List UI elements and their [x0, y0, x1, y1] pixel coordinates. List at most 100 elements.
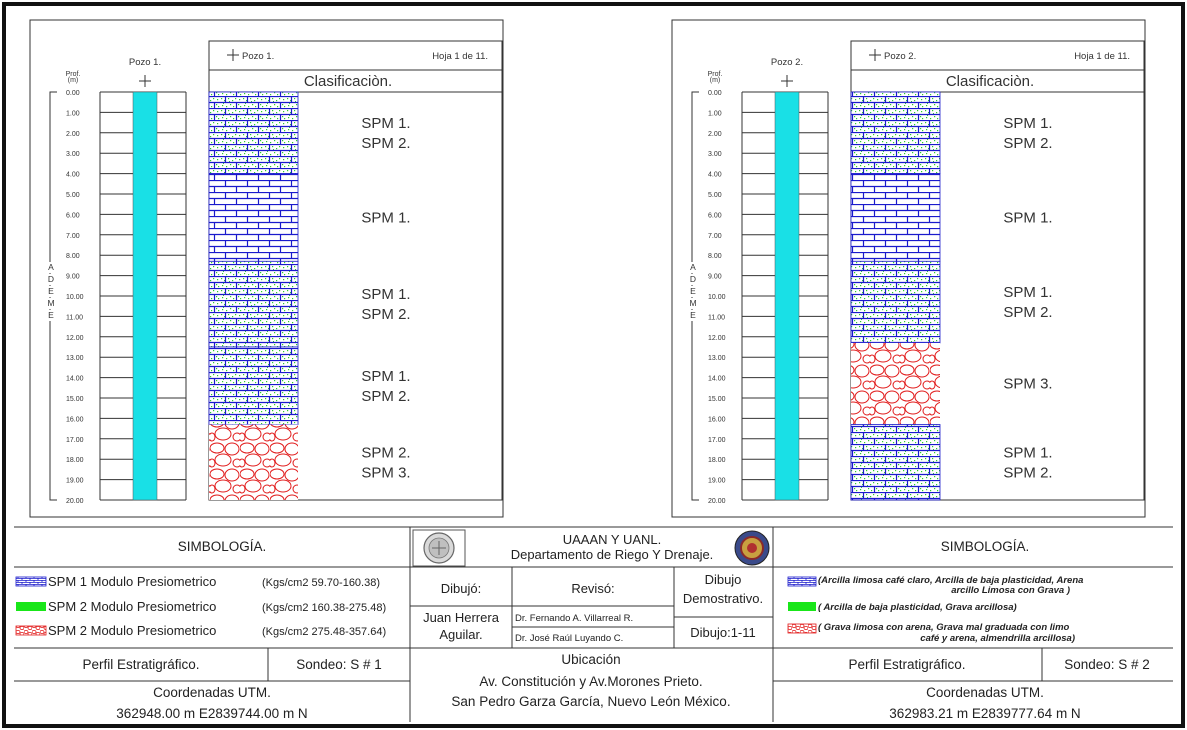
casing-letter-bg [47, 262, 55, 273]
depth-tick-label: 13.00 [66, 355, 84, 362]
casing-letter-bg [47, 286, 55, 297]
layer-brick-dots [850, 424, 941, 501]
well-cross-icon [139, 75, 151, 87]
well-2-log: Pozo 2.Prof.(m)0.001.002.003.004.005.006… [689, 40, 1145, 505]
sondeo-right: Sondeo: S # 2 [1064, 657, 1150, 672]
layer-label: SPM 2. [361, 444, 410, 461]
depth-tick-label: 16.00 [66, 416, 84, 423]
drew-label: Dibujó: [441, 581, 481, 596]
layer-brick-dots [208, 346, 299, 425]
layer-label: SPM 2. [361, 388, 410, 405]
casing-letter: M [689, 298, 696, 308]
well-label: Pozo 2. [771, 57, 803, 68]
layer-gravel [851, 342, 940, 425]
depth-tick-label: 8.00 [708, 253, 722, 260]
uaaan-seal-icon [412, 529, 466, 567]
depth-header: Prof. [708, 71, 723, 78]
location-line-2: San Pedro Garza García, Nuevo León Méxic… [451, 694, 730, 709]
depth-tick-label: 1.00 [708, 110, 722, 117]
coords-right-title: Coordenadas UTM. [926, 685, 1044, 700]
well-2-panel [671, 19, 1146, 518]
layer-label: SPM 2. [1003, 304, 1052, 321]
casing-letter-bg [689, 274, 697, 285]
layer-label: SPM 1. [1003, 444, 1052, 461]
depth-tick-label: 5.00 [66, 192, 80, 199]
depth-tick-label: 15.00 [66, 396, 84, 403]
depth-tick-label: 18.00 [66, 457, 84, 464]
uanl-seal-icon [734, 530, 770, 566]
drawing-label-1: Dibujo [705, 572, 742, 587]
depth-tick-label: 9.00 [708, 274, 722, 281]
legend-swatch-spm1 [15, 576, 47, 587]
header-well-name: Pozo 1. [242, 51, 274, 62]
depth-tick-label: 14.00 [708, 376, 726, 383]
header-well-name: Pozo 2. [884, 51, 916, 62]
header-cross-icon [869, 49, 881, 61]
classification-title: Clasificaciòn. [946, 73, 1034, 90]
drawing-label-2: Demostrativo. [683, 591, 763, 606]
institution-name: UAAAN Y UANL. [563, 532, 662, 547]
layer-label: SPM 1. [361, 115, 410, 132]
legend-gravel-text-1: ( Grava limosa con arena, Grava mal grad… [818, 622, 1070, 633]
casing-letter-bg [689, 310, 697, 321]
sondeo-left: Sondeo: S # 1 [296, 657, 382, 672]
legend-gravel-clay-text: ( Arcilla de baja plasticidad, Grava arc… [818, 602, 1017, 613]
layer-label: SPM 2. [361, 135, 410, 152]
legend-spm3-range: (Kgs/cm2 275.48-357.64) [262, 626, 386, 638]
depth-tick-label: 6.00 [708, 212, 722, 219]
casing-letter-bg [689, 298, 697, 309]
casing-tube [132, 91, 158, 501]
depth-tick-label: 12.00 [66, 335, 84, 342]
header-box [208, 40, 503, 71]
depth-tick-label: 15.00 [708, 396, 726, 403]
casing-letter: A [690, 262, 696, 272]
department-name: Departamento de Riego Y Drenaje. [511, 547, 714, 562]
depth-tick-label: 0.00 [708, 90, 722, 97]
depth-tick-label: 3.00 [66, 151, 80, 158]
depth-tick-label: 10.00 [708, 294, 726, 301]
depth-tick-label: 16.00 [708, 416, 726, 423]
depth-unit: (m) [68, 77, 79, 84]
depth-tick-label: 17.00 [708, 437, 726, 444]
depth-header: Prof. [66, 71, 81, 78]
coords-left-title: Coordenadas UTM. [153, 685, 271, 700]
layer-brick-dots [208, 260, 299, 348]
legend-swatch-gravel-clay [788, 602, 816, 611]
classification-title: Clasificaciòn. [304, 73, 392, 90]
layer-gravel [209, 424, 298, 500]
drew-name-1: Juan Herrera [423, 610, 500, 625]
casing-letter: A [48, 262, 54, 272]
casing-letter: D [48, 274, 54, 284]
profile-left-title: Perfil Estratigráfico. [82, 657, 199, 672]
casing-letter: E [690, 310, 696, 320]
casing-letter-bg [47, 310, 55, 321]
legend-swatch-clay [787, 576, 817, 587]
legend-spm1-label: SPM 1 Modulo Presiometrico [48, 574, 216, 589]
casing-letter: D [690, 274, 696, 284]
well-1-log: Pozo 1.Prof.(m)0.001.002.003.004.005.006… [47, 40, 503, 505]
casing-letter-bg [689, 262, 697, 273]
layer-label: SPM 1. [361, 209, 410, 226]
depth-tick-label: 4.00 [66, 172, 80, 179]
legend-gravel-text-2: café y arena, almendrilla arcillosa) [920, 633, 1075, 644]
reviewer-2: Dr. José Raúl Luyando C. [515, 633, 623, 644]
casing-letter-bg [47, 298, 55, 309]
layer-label: SPM 1. [1003, 115, 1052, 132]
depth-tick-label: 4.00 [708, 172, 722, 179]
depth-tick-label: 19.00 [708, 478, 726, 485]
legend-spm3-label: SPM 2 Modulo Presiometrico [48, 623, 216, 638]
depth-tick-label: 7.00 [708, 233, 722, 240]
casing-letter-bg [689, 286, 697, 297]
drawing-number: Dibujo:1-11 [690, 625, 756, 640]
depth-unit: (m) [710, 77, 721, 84]
layer-label: SPM 1. [361, 368, 410, 385]
casing-letter: M [47, 298, 54, 308]
legend-spm2-label: SPM 2 Modulo Presiometrico [48, 599, 216, 614]
layer-brick [208, 173, 299, 262]
depth-tick-label: 11.00 [708, 314, 725, 321]
location-line-1: Av. Constitución y Av.Morones Prieto. [479, 674, 702, 689]
header-box [850, 40, 1145, 71]
layer-label: SPM 2. [1003, 135, 1052, 152]
header-cross-icon [227, 49, 239, 61]
